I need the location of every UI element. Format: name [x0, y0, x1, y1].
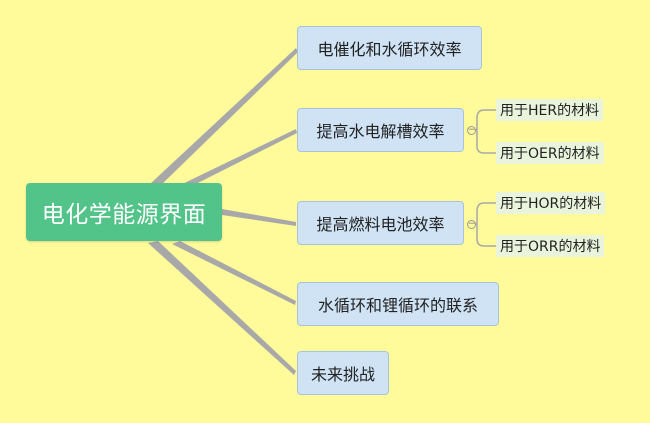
topic-electrocatalysis[interactable]: 电催化和水循环效率	[297, 26, 482, 70]
topic-electrolyzer-efficiency[interactable]: 提高水电解槽效率	[297, 108, 464, 152]
topic-water-lithium-link[interactable]: 水循环和锂循环的联系	[297, 282, 499, 326]
connector-root-topic-3	[222, 209, 296, 226]
root-topic[interactable]: 电化学能源界面	[26, 183, 222, 241]
topic-fuel-cell-efficiency[interactable]: 提高燃料电池效率	[297, 201, 464, 245]
connector-root-topic-5	[148, 241, 296, 375]
minus-circle-icon[interactable]: −	[467, 219, 476, 229]
subtopic-orr-materials[interactable]: 用于ORR的材料	[496, 235, 605, 257]
subtopic-oer-materials[interactable]: 用于OER的材料	[496, 142, 604, 164]
connector-root-topic-2	[174, 129, 297, 191]
connector-root-topic-1	[150, 48, 298, 186]
topic-future-challenges[interactable]: 未来挑战	[297, 351, 389, 395]
subtopic-hor-materials[interactable]: 用于HOR的材料	[496, 192, 606, 214]
minus-circle-icon[interactable]: −	[467, 125, 476, 135]
connector-root-topic-4	[172, 241, 296, 305]
subtopic-her-materials[interactable]: 用于HER的材料	[496, 99, 604, 121]
